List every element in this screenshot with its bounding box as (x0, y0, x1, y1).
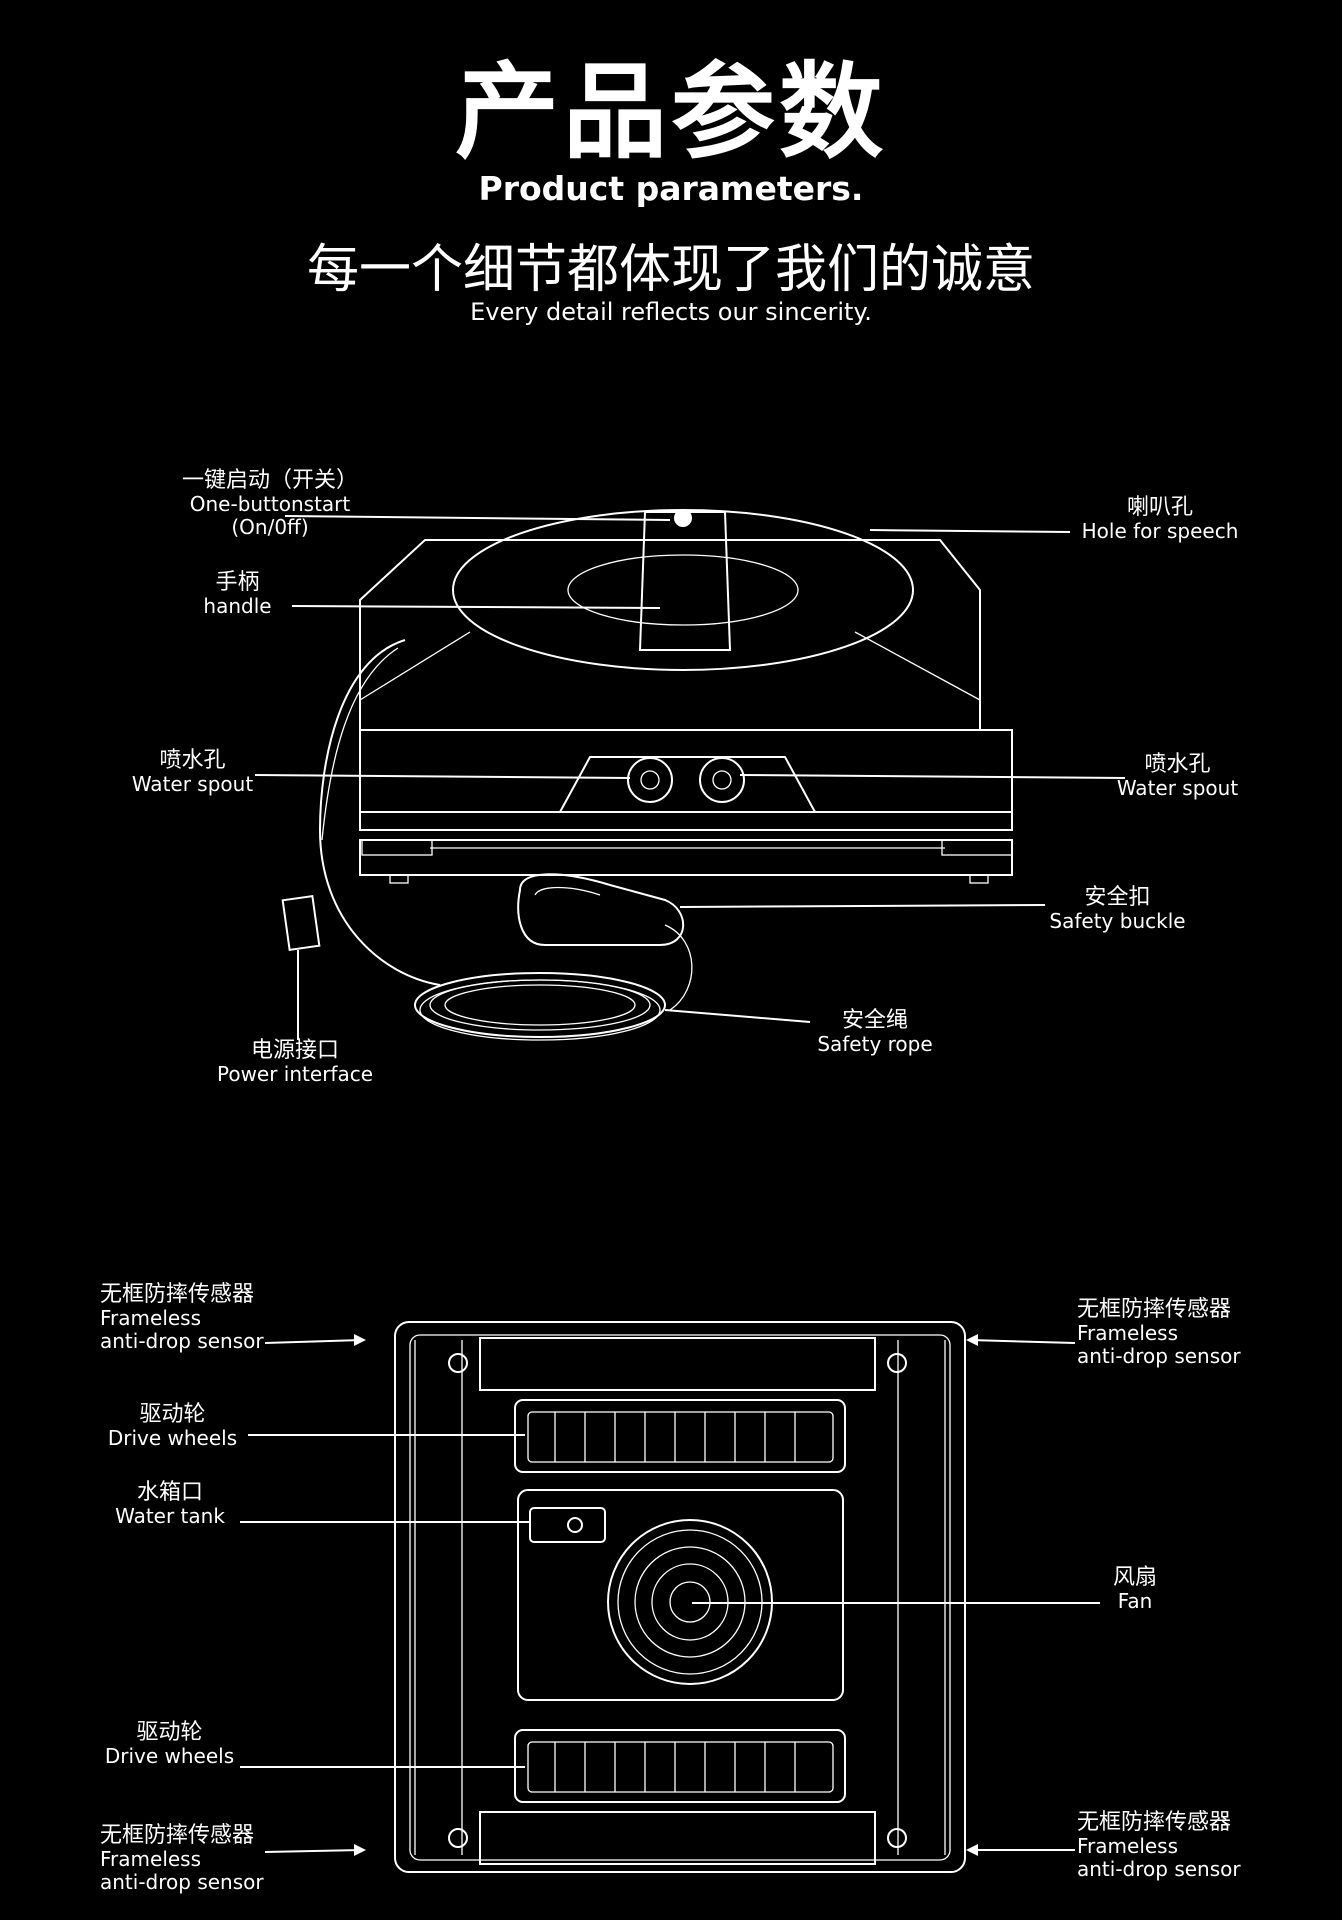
label-water-tank: 水箱口 Water tank (105, 1480, 235, 1528)
label-cn: 无框防摔传感器 (1077, 1810, 1232, 1835)
label-en: handle (203, 594, 272, 619)
label-drive-wheels-bottom: 驱动轮 Drive wheels (97, 1720, 242, 1768)
page-subtitle: 每一个细节都体现了我们的诚意 (306, 240, 1035, 300)
label-cn: 电源接口 (250, 1038, 339, 1063)
label-cn: 风扇 (1112, 1565, 1157, 1590)
label-cn: 安全扣 (1084, 885, 1151, 910)
label-cn: 手柄 (215, 570, 260, 595)
label-en: anti-drop sensor (1077, 1344, 1241, 1369)
label-sensor-top-left: 无框防摔传感器 Frameless anti-drop sensor (100, 1282, 300, 1353)
label-sensor-top-right: 无框防摔传感器 Frameless anti-drop sensor (1077, 1297, 1277, 1368)
label-en: Fan (1117, 1589, 1153, 1614)
label-en: Frameless (1077, 1321, 1179, 1346)
label-en: Water tank (115, 1504, 225, 1529)
arrowheads (354, 1334, 978, 1856)
label-sensor-bottom-left: 无框防摔传感器 Frameless anti-drop sensor (100, 1823, 300, 1894)
label-safety-rope: 安全绳 Safety rope (810, 1008, 940, 1056)
label-power-interface: 电源接口 Power interface (215, 1038, 375, 1086)
label-cn: 安全绳 (841, 1008, 908, 1033)
label-en: Drive wheels (104, 1744, 235, 1769)
label-en: Drive wheels (107, 1426, 238, 1451)
label-en: Water spout (1116, 776, 1239, 801)
label-handle: 手柄 handle (185, 570, 290, 618)
label-en: anti-drop sensor (1077, 1857, 1241, 1882)
label-en: (On/0ff) (231, 515, 309, 540)
label-en: Power interface (216, 1062, 374, 1087)
label-water-spout-right: 喷水孔 Water spout (1105, 752, 1250, 800)
label-en: Safety buckle (1049, 909, 1186, 934)
label-en: Water spout (131, 772, 254, 797)
robot-top-view (281, 509, 1013, 1041)
top-view-leaders (254, 515, 1126, 1040)
label-cn: 水箱口 (136, 1480, 203, 1505)
page-title: 产品参数 (454, 51, 887, 173)
label-speaker-hole: 喇叭孔 Hole for speech (1080, 495, 1240, 543)
page-title-english: Product parameters. (478, 169, 864, 208)
label-cn: 无框防摔传感器 (100, 1282, 255, 1307)
label-cn: 喇叭孔 (1126, 495, 1193, 520)
label-en: Frameless (1077, 1834, 1179, 1859)
label-en: Safety rope (817, 1032, 933, 1057)
label-en: anti-drop sensor (100, 1329, 264, 1354)
label-cn: 无框防摔传感器 (100, 1823, 255, 1848)
bottom-view-leaders (240, 1339, 1100, 1853)
label-en: Frameless (100, 1306, 202, 1331)
label-drive-wheels-top: 驱动轮 Drive wheels (100, 1402, 245, 1450)
label-sensor-bottom-right: 无框防摔传感器 Frameless anti-drop sensor (1077, 1810, 1277, 1881)
label-cn: 喷水孔 (159, 748, 226, 773)
label-en: anti-drop sensor (100, 1870, 264, 1895)
label-one-button-start: 一键启动（开关） One-buttonstart (On/0ff) (150, 468, 390, 539)
label-cn: 喷水孔 (1144, 752, 1211, 777)
label-safety-buckle: 安全扣 Safety buckle (1045, 885, 1190, 933)
label-fan: 风扇 Fan (1100, 1565, 1170, 1613)
label-cn: 驱动轮 (136, 1720, 203, 1745)
label-en: One-buttonstart (189, 492, 351, 517)
label-cn: 无框防摔传感器 (1077, 1297, 1232, 1322)
page-subtitle-english: Every detail reflects our sincerity. (470, 298, 872, 326)
label-water-spout-left: 喷水孔 Water spout (130, 748, 255, 796)
robot-bottom-view (394, 1321, 966, 1873)
label-cn: 一键启动（开关） (181, 468, 358, 493)
label-cn: 驱动轮 (139, 1402, 206, 1427)
label-en: Hole for speech (1081, 519, 1239, 544)
label-en: Frameless (100, 1847, 202, 1872)
